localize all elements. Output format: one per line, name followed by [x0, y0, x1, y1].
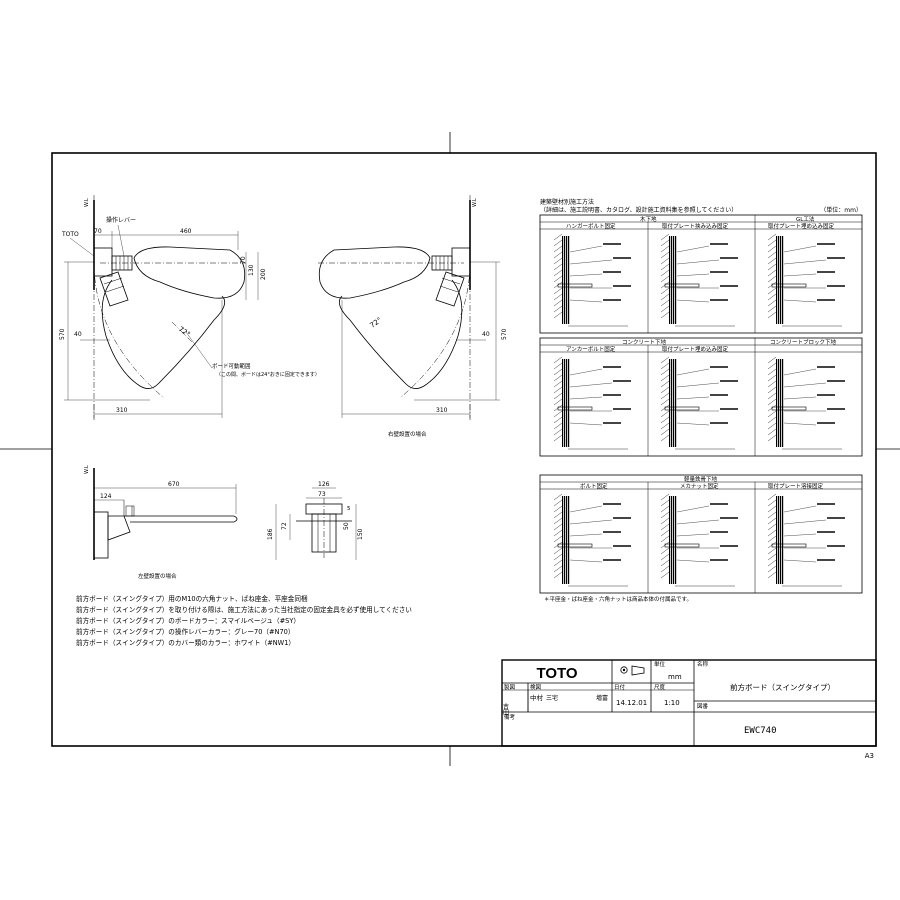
note-3: 前方ボード（スイングタイプ）のボードカラー：スマイルベージュ（#SY） — [76, 616, 300, 625]
dim-40-left: 40 — [74, 331, 82, 338]
note-5: 前方ボード（スイングタイプ）のカバー類のカラー：ホワイト（#NW1） — [76, 638, 295, 647]
wood-base-label: 木下地 — [640, 215, 657, 223]
detail-sketch-4 — [553, 356, 631, 450]
lever-label: 操作レバー — [106, 216, 136, 224]
dim-130: 130 — [248, 264, 255, 276]
dim-72: 72 — [281, 522, 288, 530]
r1c3-label: 取付プレート埋め込み固定 — [768, 222, 835, 230]
dim-310-right: 310 — [436, 407, 448, 414]
r1c1-label: ハンガーボルト固定 — [566, 222, 616, 230]
drawing-number: EWC740 — [744, 726, 777, 736]
scale-value: 1:10 — [664, 699, 680, 707]
dim-310-left: 310 — [116, 407, 128, 414]
detail-sketch-7 — [553, 493, 631, 587]
dim-126: 126 — [318, 481, 330, 488]
dim-73: 73 — [318, 491, 326, 498]
approved-by-2: 増富 — [596, 694, 608, 702]
range-note: （この間、ボードは24°おきに固定できます） — [216, 371, 320, 378]
drawn-by: 吉田 — [502, 703, 509, 716]
svg-text:W.L: W.L — [84, 198, 90, 207]
unit-value: mm — [668, 673, 682, 681]
note-2: 前方ボード（スイングタイプ）を取り付ける際は、施工方法にあった当社指定の固定金具… — [76, 605, 412, 614]
block-base-label: コンクリートブロック下地 — [770, 338, 837, 346]
range-label: ボード可動範囲 — [212, 362, 251, 370]
drawing-no-label: 図番 — [697, 703, 709, 710]
install-subtitle: （詳細は、施工説明書、カタログ、設計施工資料集を参照してください） — [540, 206, 737, 214]
svg-text:70: 70 — [240, 256, 247, 264]
r2c2-label: 取付プレート埋め込み固定 — [662, 345, 729, 353]
dim-50: 50 — [343, 522, 350, 530]
detail-sketch-8 — [660, 493, 738, 587]
date-value: 14.12.01 — [616, 699, 647, 707]
approved-by: 三宅 — [546, 694, 558, 702]
dim-570-right: 570 — [501, 328, 508, 340]
drawn-label: 製図 — [504, 683, 516, 691]
toto-logo: TOTO — [536, 665, 577, 682]
svg-text:W.L: W.L — [84, 465, 90, 474]
dim-670: 670 — [168, 481, 180, 488]
detail-sketch-1 — [553, 233, 631, 327]
r3c2-label: メカナット固定 — [680, 482, 719, 490]
light-steel-label: 軽量鉄骨下地 — [684, 475, 718, 483]
projection-symbol-icon — [620, 665, 645, 676]
angle-72-right: 72° — [369, 316, 384, 330]
dim-70-left: 70 — [94, 228, 102, 235]
brand-label-left: TOTO — [61, 231, 79, 238]
r3c3-label: 取付プレート溶接固定 — [768, 482, 824, 490]
dim-40-right: 40 — [482, 331, 490, 338]
detail-sketch-9 — [767, 493, 845, 587]
r3c1-label: ボルト固定 — [580, 482, 608, 490]
side-view: W.L 670 124 左壁設置の場合 — [84, 465, 238, 580]
svg-text:W.L: W.L — [472, 198, 478, 207]
sheet-size-label: A3 — [865, 752, 874, 760]
left-wall-caption: 左壁設置の場合 — [138, 572, 177, 580]
product-name: 前方ボード（スイングタイプ） — [730, 682, 835, 692]
dim-570-left: 570 — [59, 328, 66, 340]
right-wall-caption: 右壁設置の場合 — [388, 430, 427, 438]
detail-sketch-3 — [767, 233, 845, 327]
date-label: 日付 — [614, 683, 626, 691]
notes-block: 前方ボード（スイングタイプ）用のM10の六角ナット、ばね座金、平座金同梱 前方ボ… — [76, 594, 412, 647]
install-title: 建築壁材別施工方法 — [540, 198, 594, 206]
name-label: 名称 — [697, 660, 709, 668]
detail-sketch-6 — [767, 356, 845, 450]
unit-label: 単位 — [654, 660, 666, 668]
plan-view-left: W.L 72° TOTO 操作レバー 70 460 — [59, 195, 320, 420]
detail-sketch-2 — [660, 233, 738, 327]
detail-sketch-5 — [660, 356, 738, 450]
dim-186: 186 — [267, 528, 274, 540]
checked-by: 中村 — [530, 693, 544, 702]
plan-view-right: W.L 72° 570 40 310 右壁設置の場合 — [318, 195, 508, 438]
scale-label: 尺度 — [654, 683, 666, 691]
installation-methods-panel: 建築壁材別施工方法 （詳細は、施工説明書、カタログ、設計施工資料集を参照してくだ… — [539, 198, 863, 603]
r1c2-label: 取付プレート挟み込み固定 — [662, 222, 729, 230]
concrete-base-label: コンクリート下地 — [622, 338, 667, 346]
dim-150: 150 — [357, 528, 364, 540]
centering-marks — [0, 132, 900, 766]
dim-200: 200 — [260, 268, 267, 280]
dim-460: 460 — [180, 228, 192, 235]
title-block: TOTO 単位 mm 名称 前方ボード（スイングタイプ） 製図 吉田 検図 中村… — [501, 659, 877, 747]
note-4: 前方ボード（スイングタイプ）の操作レバーカラー：グレー70（#N70） — [76, 627, 294, 636]
install-unit: （単位：mm） — [820, 206, 862, 214]
checked-label: 検図 — [530, 683, 542, 691]
install-footnote: ＊平座金・ばね座金・六角ナットは商品本体の付属品です。 — [544, 595, 692, 603]
remarks-label: 備考 — [504, 713, 516, 721]
note-1: 前方ボード（スイングタイプ）用のM10の六角ナット、ばね座金、平座金同梱 — [76, 594, 308, 603]
sheet-border — [51, 152, 877, 747]
front-view: 126 73 5 186 72 150 50 — [267, 481, 364, 560]
dim-124: 124 — [100, 493, 112, 500]
installation-detail-sketches — [553, 233, 845, 587]
dim-5: 5 — [347, 506, 351, 512]
r2c1-label: アンカーボルト固定 — [566, 345, 616, 353]
gl-method-label: GL工法 — [796, 215, 815, 223]
